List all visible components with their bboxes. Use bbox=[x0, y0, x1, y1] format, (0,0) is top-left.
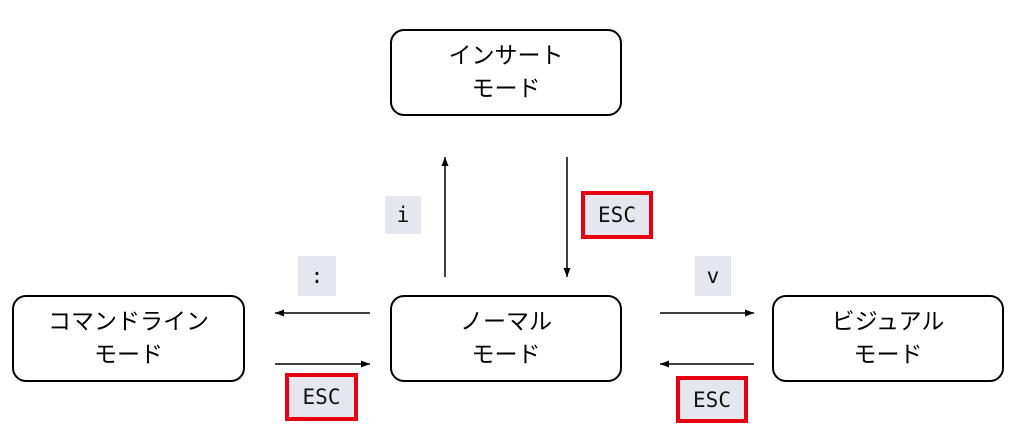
visual-mode-suffix: モード bbox=[853, 341, 923, 368]
visual-mode-label: ビジュアル bbox=[831, 308, 945, 335]
normal-mode-suffix: モード bbox=[471, 341, 541, 368]
normal-mode-label: ノーマル bbox=[460, 308, 552, 335]
command-line-mode-suffix: モード bbox=[94, 341, 163, 368]
insert-mode-label: インサート bbox=[448, 42, 564, 69]
key-label-v: v bbox=[695, 256, 731, 296]
key-label-esc-visual: ESC bbox=[676, 376, 748, 423]
insert-mode-suffix: モード bbox=[471, 75, 541, 102]
command-line-mode-label: コマンドライン bbox=[48, 308, 209, 335]
visual-mode-box: ビジュアル モード bbox=[772, 295, 1004, 382]
key-label-colon: : bbox=[298, 256, 336, 296]
key-label-esc-command-line: ESC bbox=[285, 373, 358, 421]
key-label-esc-insert: ESC bbox=[581, 191, 653, 239]
command-line-mode-box: コマンドライン モード bbox=[12, 295, 245, 382]
normal-mode-box: ノーマル モード bbox=[390, 295, 622, 382]
insert-mode-box: インサート モード bbox=[390, 29, 622, 116]
key-label-i: i bbox=[385, 196, 421, 234]
